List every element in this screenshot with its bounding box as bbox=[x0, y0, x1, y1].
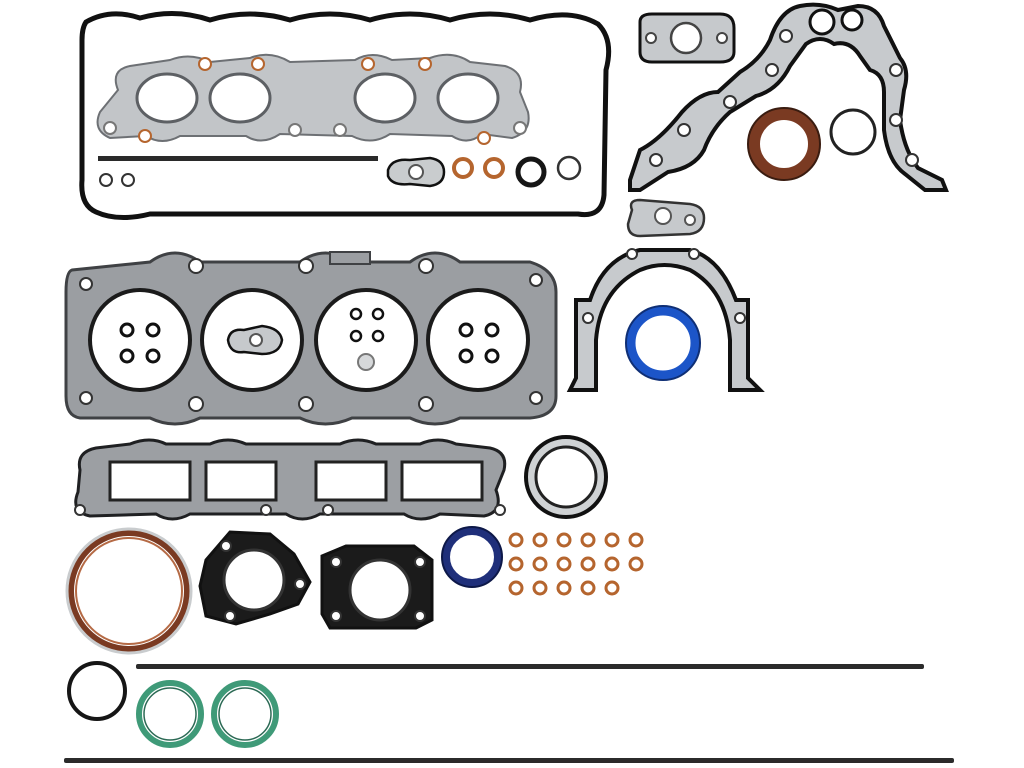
green-ring-gasket-left bbox=[136, 680, 204, 748]
small-flange-gasket bbox=[626, 198, 706, 238]
valve-stem-seal bbox=[604, 556, 620, 572]
cylinder-head-gasket bbox=[64, 251, 558, 426]
rear-main-seal-carrier-gasket bbox=[566, 248, 765, 392]
sealing-strips bbox=[64, 664, 954, 763]
valve-cover-gasket bbox=[79, 10, 612, 220]
egr-gasket bbox=[638, 12, 736, 64]
valve-stem-seals bbox=[508, 532, 644, 596]
valve-stem-seal bbox=[580, 532, 596, 548]
valve-stem-seal bbox=[628, 556, 644, 572]
valve-stem-seal bbox=[508, 556, 524, 572]
throttle-body-gasket-right bbox=[320, 544, 434, 630]
head-gasket-small-seals bbox=[119, 307, 500, 371]
valve-stem-seal bbox=[532, 532, 548, 548]
valve-stem-seal bbox=[556, 580, 572, 596]
oil-pan-ring-seal bbox=[65, 527, 193, 655]
crankshaft-front-seal bbox=[747, 107, 821, 181]
intake-ring-gasket bbox=[524, 435, 608, 519]
crankshaft-rear-seal bbox=[625, 305, 701, 381]
valve-stem-seal bbox=[580, 556, 596, 572]
exhaust-manifold-gasket bbox=[96, 53, 530, 145]
valve-stem-seal bbox=[604, 580, 620, 596]
green-ring-gasket-right bbox=[211, 680, 279, 748]
valve-stem-seal bbox=[508, 532, 524, 548]
timing-cover-gasket bbox=[628, 2, 949, 192]
throttle-body-gasket-left bbox=[198, 530, 312, 626]
intake-manifold-gasket bbox=[74, 438, 507, 521]
valve-stem-seal bbox=[556, 532, 572, 548]
o-ring-black bbox=[67, 661, 127, 721]
valve-stem-seal bbox=[532, 580, 548, 596]
valve-stem-seal bbox=[508, 580, 524, 596]
timing-o-ring bbox=[829, 108, 877, 156]
valve-stem-seal bbox=[556, 556, 572, 572]
valve-stem-seal bbox=[628, 532, 644, 548]
camshaft-seal bbox=[441, 526, 503, 588]
valve-stem-seal bbox=[532, 556, 548, 572]
valve-cover-small-seals bbox=[98, 155, 582, 188]
valve-stem-seal bbox=[604, 532, 620, 548]
valve-stem-seal bbox=[580, 580, 596, 596]
